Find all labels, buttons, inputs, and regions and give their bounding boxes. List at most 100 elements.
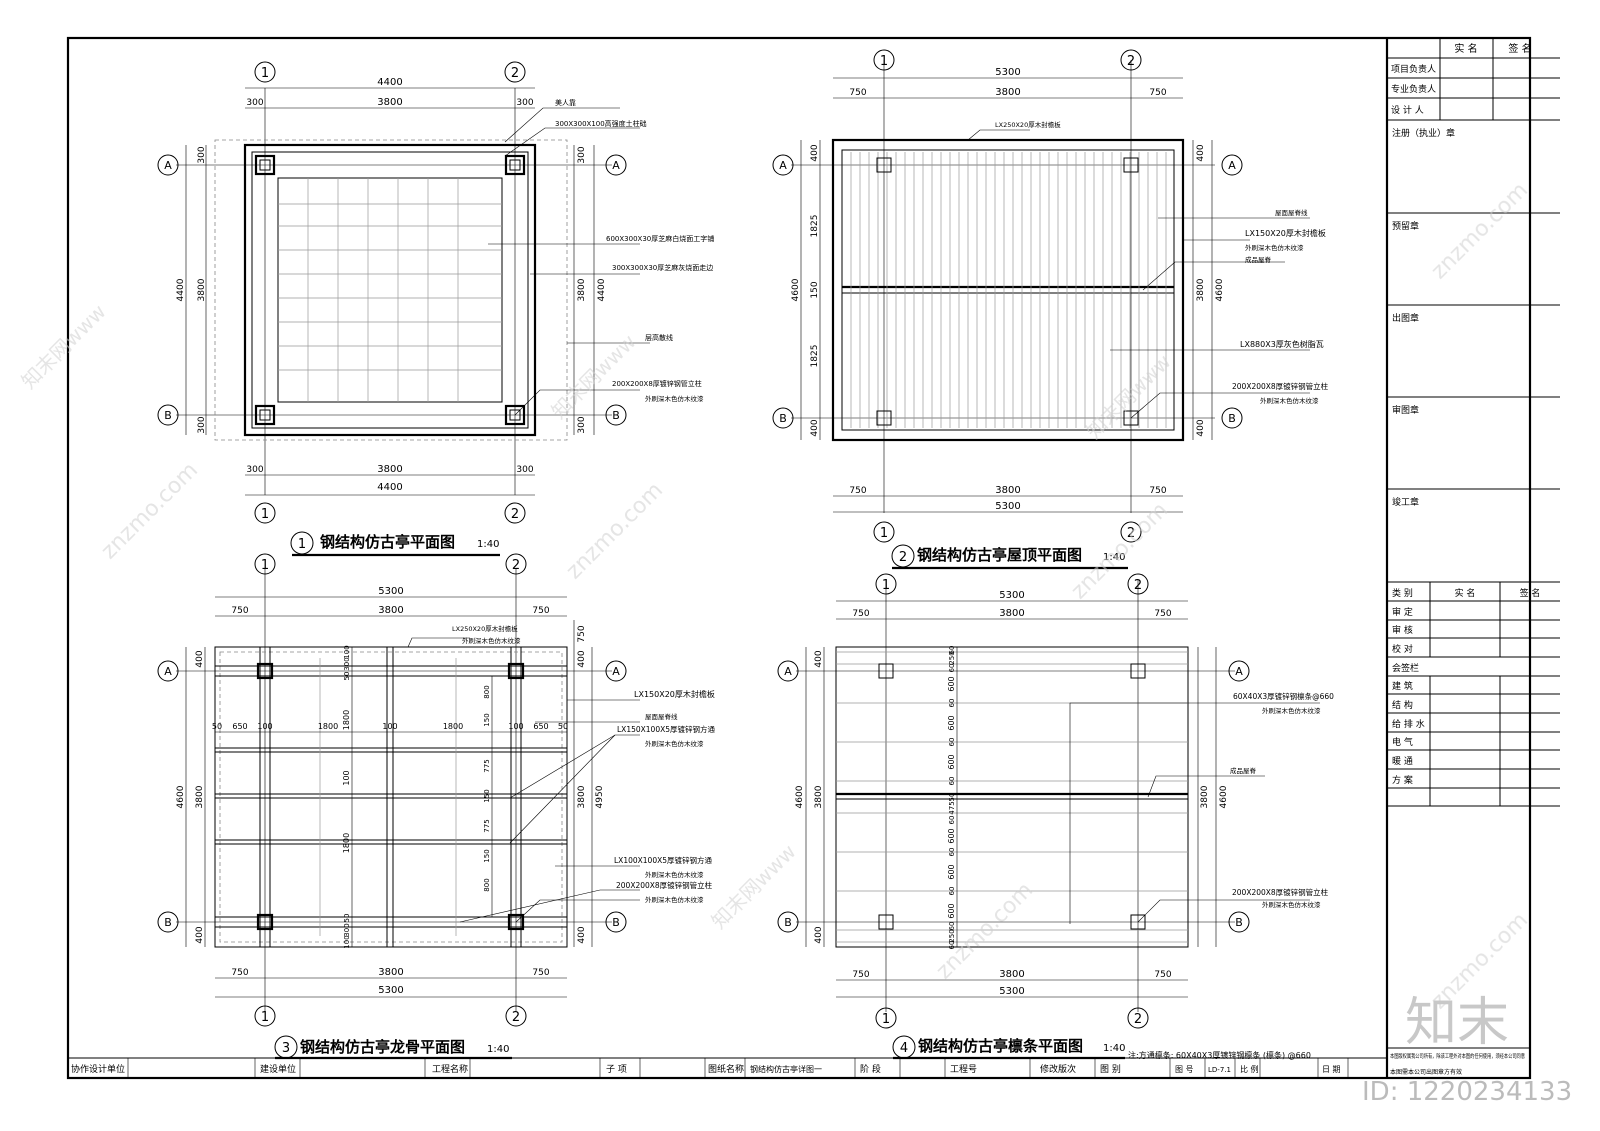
tb-review-check: 校 对: [1392, 643, 1413, 655]
d3-dim-vert-12: 150: [483, 789, 491, 802]
d4-axis-B-left: B: [784, 916, 792, 929]
watermark-text-2: 知末网www: [17, 299, 111, 393]
d4-axis-2-bot: 2: [1134, 1012, 1142, 1027]
tb-sign-scheme: 方 案: [1392, 774, 1413, 786]
d4-dim-right-a: 3800: [1200, 785, 1210, 808]
watermark-text-7: znzmo.com: [1427, 178, 1533, 284]
d2-note-column: 200X200X8厚镀锌钢管立柱: [1232, 381, 1329, 391]
d4-dim-left-c: 400: [814, 926, 824, 943]
d2-axis-A-right: A: [1228, 159, 1236, 172]
d3-dim-bot-a: 750: [231, 968, 248, 978]
d4-dim-vert-5: 600: [947, 715, 956, 730]
d4-dim-vert-19: 250: [948, 929, 956, 942]
d2-dim-left-d: 1825: [810, 345, 820, 368]
d1-dim-top-total: 4400: [377, 77, 402, 88]
d3-dim-mid-7: 650: [533, 722, 548, 731]
bar-drawing-type: 图 别: [1100, 1064, 1121, 1075]
d4-dim-top-a: 750: [852, 609, 869, 619]
d3-axis-1-top: 1: [261, 558, 269, 573]
d2-note-ridge: 成品屋脊: [1245, 255, 1272, 264]
d1-dim-left-total: 4400: [176, 278, 186, 301]
d3-dim-left-b: 3800: [195, 785, 205, 808]
d2-dim-left-a: 400: [810, 144, 820, 161]
bar-project-name: 工程名称: [432, 1063, 468, 1075]
bar-client: 建设单位: [260, 1063, 296, 1075]
bar-drawing-no: LD-7.1: [1208, 1066, 1231, 1074]
d4-dim-vert-12: 60: [948, 816, 956, 825]
d4-note-ridge: 成品屋脊: [1230, 766, 1257, 775]
tb-stamp-registration: 注册（执业）章: [1392, 127, 1455, 139]
d2-dim-bot-a: 750: [849, 486, 866, 496]
d1-note-paving: 600X300X30厚芝麻白烧面工字铺: [606, 234, 714, 243]
d2-dim-left-total: 4600: [791, 278, 801, 301]
d3-dim-vert-14: 150: [483, 849, 491, 862]
d2-note-tile: LX880X3厚灰色树脂瓦: [1240, 339, 1324, 349]
d2-dim-left-e: 400: [810, 419, 820, 436]
d3-axis-1-bot: 1: [261, 1010, 269, 1025]
d2-dim-right-total: 4600: [1215, 278, 1225, 301]
d1-dim-left-a: 300: [197, 146, 207, 163]
d4-title: 钢结构仿古亭檩条平面图: [918, 1037, 1083, 1055]
d3-dim-top-b: 3800: [378, 605, 403, 616]
tb-sign-architecture: 建 筑: [1392, 680, 1413, 692]
d2-dim-left-b: 1825: [810, 215, 820, 238]
tb-review-approve: 审 定: [1392, 606, 1413, 618]
d4-note-purlin: 60X40X3厚镀锌钢檩条@660: [1233, 691, 1334, 701]
d2-dim-bot-total: 5300: [995, 501, 1020, 512]
d4-dim-vert-14: 60: [948, 848, 956, 857]
tb-review-category: 类 别: [1392, 587, 1413, 599]
tb-stamp-validity-note: 本图需本公司出图章方有效: [1390, 1068, 1462, 1076]
d3-axis-A-right: A: [612, 665, 620, 678]
d2-note-ridge-line: 屋面屋脊线: [1275, 208, 1308, 217]
d4-dim-vert-18: 60: [948, 922, 956, 931]
d3-dim-vert-15: 800: [483, 878, 491, 891]
d3-dim-right-b: 400: [577, 650, 587, 667]
d4-dim-vert-10: 50: [948, 793, 956, 802]
d3-dim-vert-9: 800: [483, 685, 491, 698]
d4-dim-vert-15: 600: [947, 864, 956, 879]
d1-axis-1-top: 1: [261, 66, 269, 81]
d3-dim-vert-3: 1800: [342, 710, 351, 730]
tb-sign-electric: 电 气: [1392, 736, 1413, 748]
d3-dim-bot-total: 5300: [378, 985, 403, 996]
bar-date: 日 期: [1322, 1065, 1341, 1074]
d4-dim-vert-3: 600: [947, 676, 956, 691]
d2-dim-top-c: 750: [1149, 88, 1166, 98]
d4-axis-A-left: A: [784, 665, 792, 678]
bar-drawing-name: 钢结构仿古亭详图一: [750, 1064, 822, 1074]
d4-dim-top-total: 5300: [999, 590, 1024, 601]
drawing-4-purlin-plan: 5300 750 3800 750 750 3800 750 5300 400 …: [777, 573, 1334, 1060]
d3-dim-vert-4: 100: [342, 770, 351, 785]
d4-dim-vert-0: 60: [948, 646, 956, 655]
d3-axis-2-bot: 2: [512, 1010, 520, 1025]
d3-note-paint-4: 外刷深木色仿木纹漆: [645, 895, 704, 904]
bar-subitem: 子 项: [606, 1064, 627, 1075]
d2-axis-A-left: A: [779, 159, 787, 172]
d3-dim-vert-13: 775: [483, 819, 491, 832]
d4-note-paint-1: 外刷深木色仿木纹漆: [1262, 706, 1321, 715]
d2-scale: 1:40: [1103, 552, 1125, 563]
d3-note-column: 200X200X8厚镀锌钢管立柱: [616, 880, 713, 890]
d4-dim-left-a: 400: [814, 650, 824, 667]
d4-axis-1-top: 1: [882, 578, 890, 593]
d3-dim-mid-8: 50: [558, 722, 568, 731]
d4-dim-left-b: 3800: [814, 785, 824, 808]
bar-collab-unit: 协作设计单位: [71, 1063, 125, 1075]
d3-dim-bot-c: 750: [532, 968, 549, 978]
bar-project-no: 工程号: [950, 1064, 977, 1075]
watermark-logo-text: 知末: [1405, 993, 1509, 1053]
d1-dim-bot-c: 300: [516, 465, 533, 475]
d2-dim-top-a: 750: [849, 88, 866, 98]
d2-title-number: 2: [899, 550, 907, 565]
d1-axis-2-top: 2: [511, 66, 519, 81]
d4-dim-vert-7: 600: [947, 754, 956, 769]
tb-header-sign: 签 名: [1508, 42, 1531, 55]
d1-dim-right-c: 300: [577, 416, 587, 433]
tb-copyright-note: 本图版权属我公司所有，除该工程外对本图的任何使用，须经本公司同意: [1390, 1052, 1525, 1060]
d3-title-number: 3: [282, 1041, 290, 1056]
d4-dim-vert-20: 60: [948, 941, 956, 950]
drawing-2-roof-plan: 5300 750 3800 750 750 3800 750 5300 400 …: [772, 49, 1329, 570]
d3-axis-2-top: 2: [512, 558, 520, 573]
d1-dim-top-c: 300: [516, 98, 533, 108]
d4-dim-bot-a: 750: [852, 970, 869, 980]
